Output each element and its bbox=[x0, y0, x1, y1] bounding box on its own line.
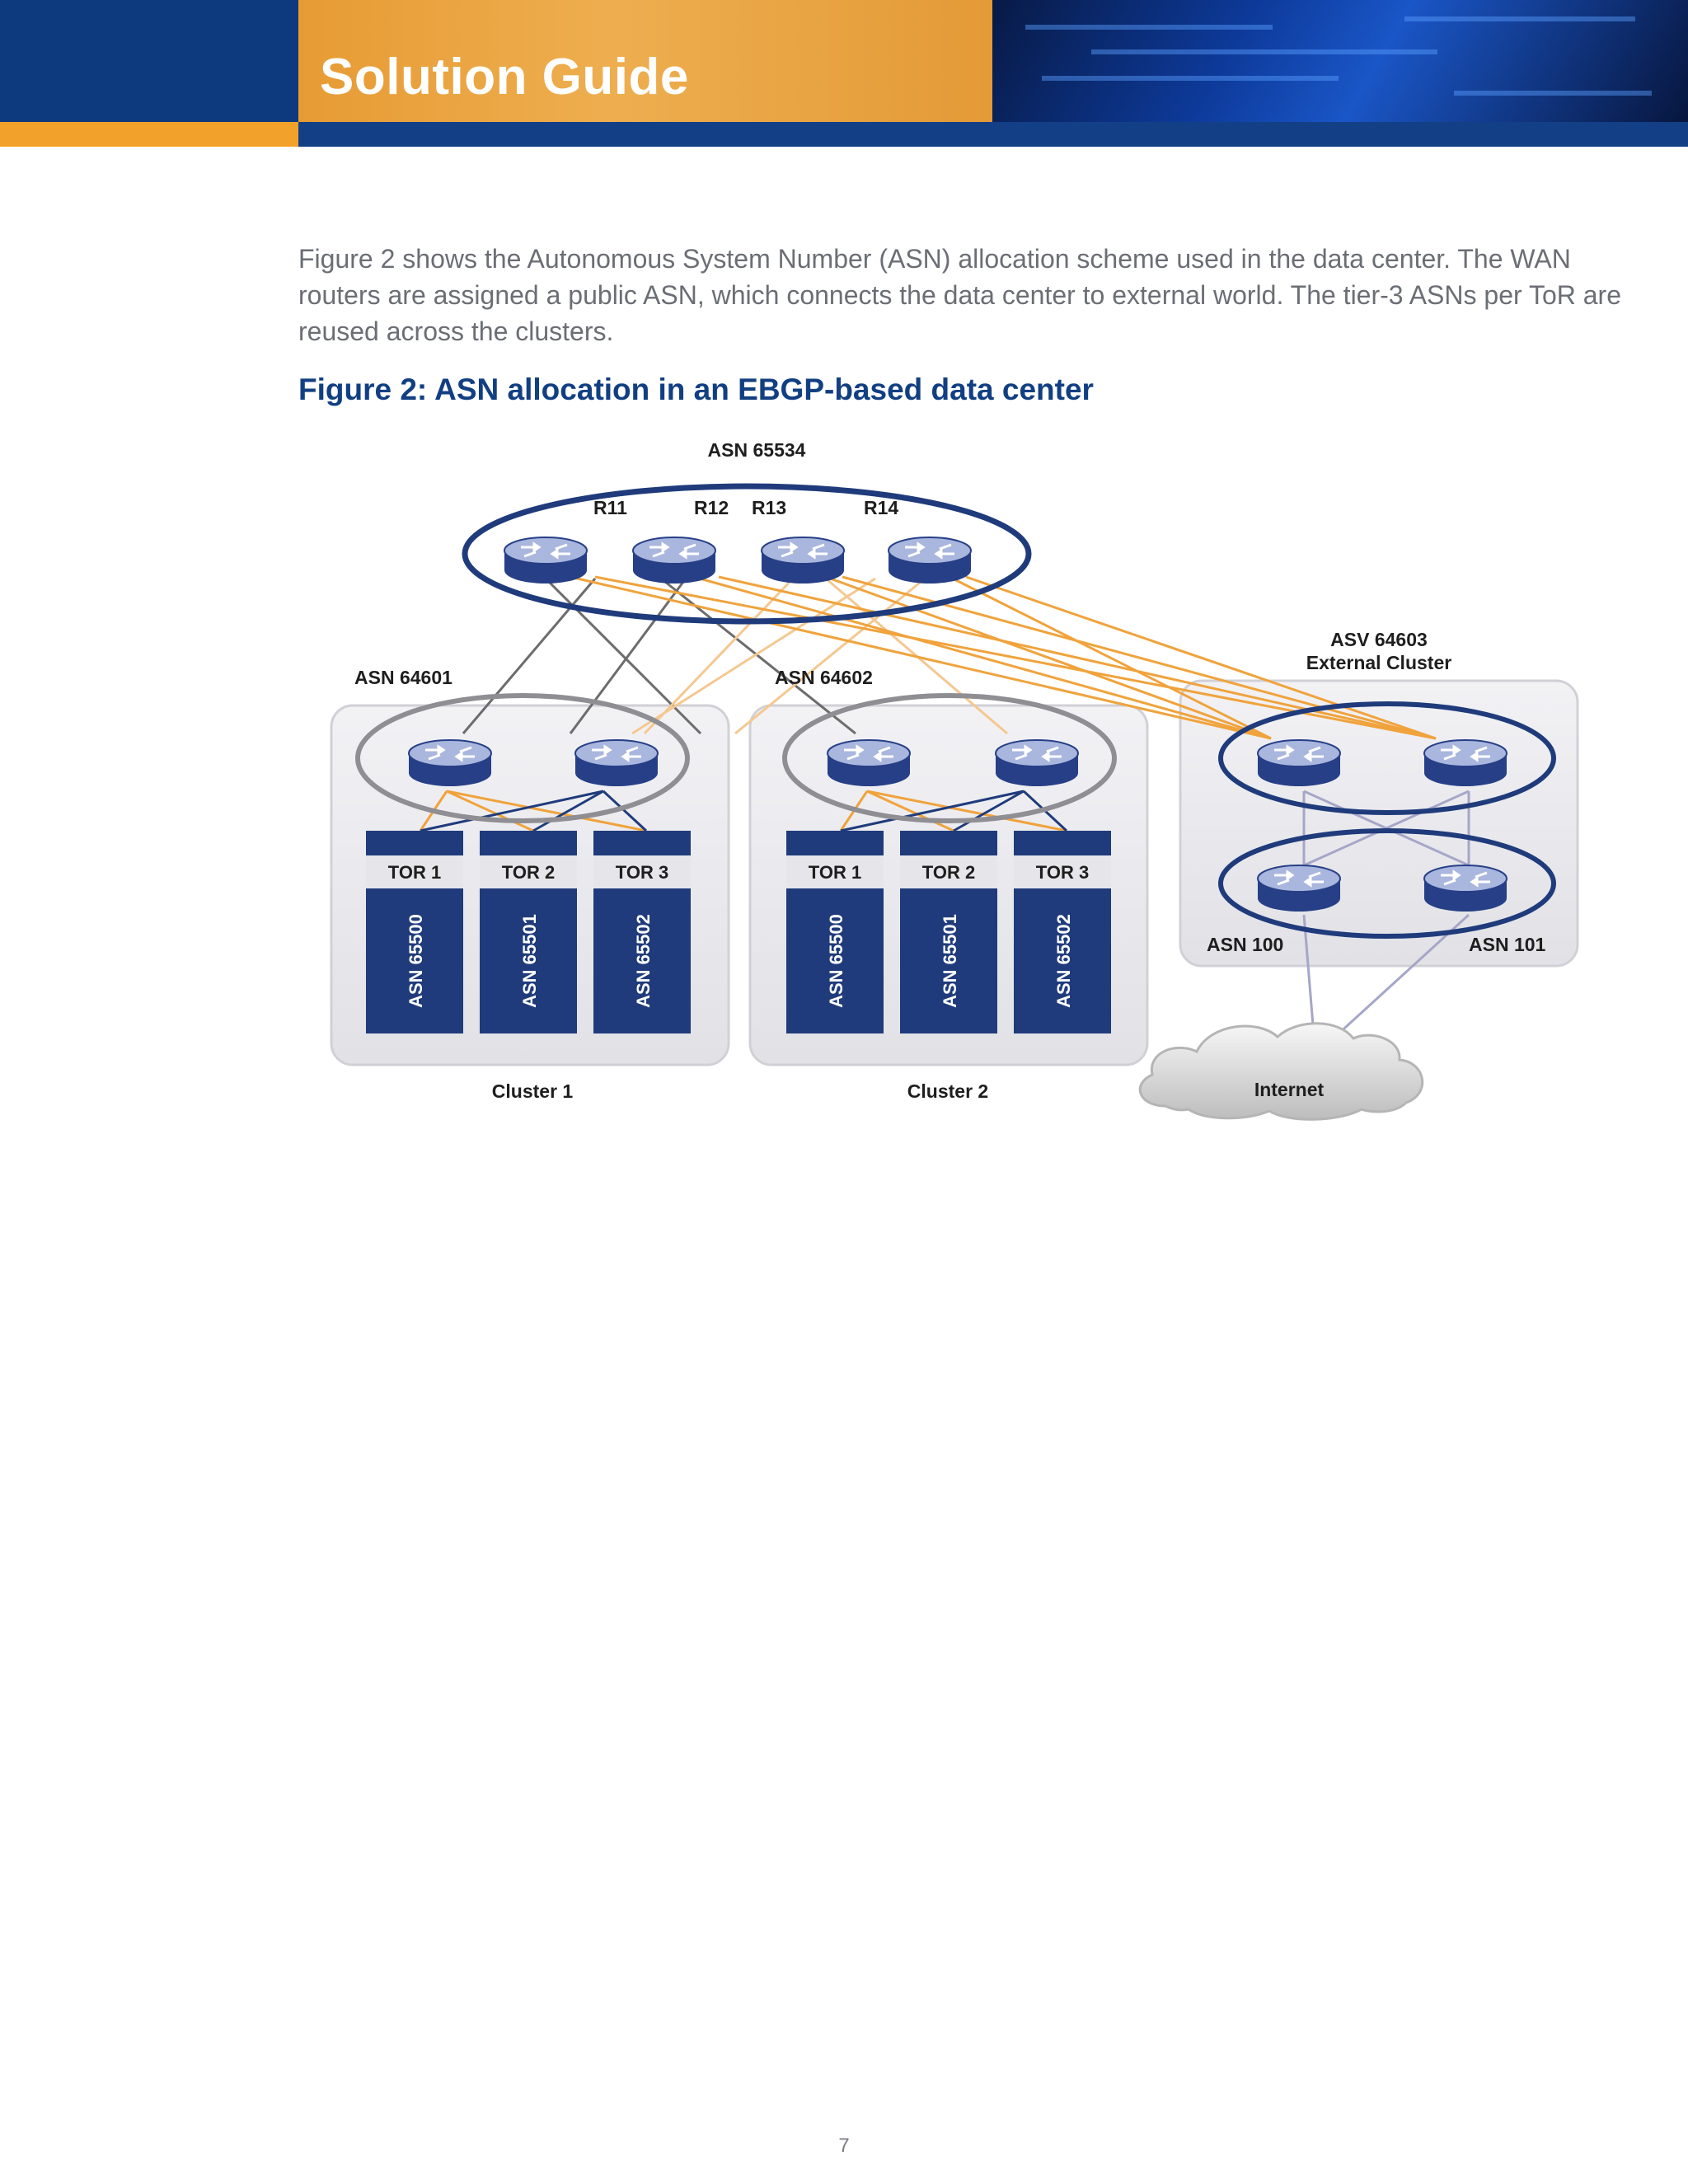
page-number: 7 bbox=[838, 2135, 850, 2157]
cluster-links bbox=[419, 790, 1470, 1037]
cluster-2-tor-2: TOR 2 ASN 65501 bbox=[900, 831, 997, 1033]
router-r12-icon bbox=[631, 536, 717, 585]
router-r14-icon bbox=[887, 536, 973, 585]
cluster-2-ring bbox=[782, 693, 1117, 823]
external-right-asn: ASN 101 bbox=[1469, 934, 1546, 955]
router-label-r11: R11 bbox=[593, 497, 627, 518]
wan-asn-label: ASN 65534 bbox=[708, 439, 806, 461]
tor-label: TOR 3 bbox=[616, 862, 668, 883]
wan-links bbox=[462, 575, 1437, 740]
router-r11-icon bbox=[503, 536, 588, 585]
cluster-1-tor-3: TOR 3 ASN 65502 bbox=[593, 831, 691, 1033]
page-header: Solution Guide bbox=[0, 0, 1688, 147]
cluster-1-tor-2: TOR 2 ASN 65501 bbox=[480, 831, 577, 1033]
cluster-1-spine-2-icon bbox=[574, 738, 659, 788]
body-paragraph: Figure 2 shows the Autonomous System Num… bbox=[298, 244, 1621, 346]
cluster-1-spine-1-icon bbox=[407, 738, 493, 788]
tor-asn: ASN 65502 bbox=[633, 914, 654, 1008]
tor-label: TOR 2 bbox=[502, 862, 555, 883]
router-label-r13: R13 bbox=[752, 497, 786, 518]
cluster-2-asn-label: ASN 64602 bbox=[775, 667, 873, 688]
internet-label: Internet bbox=[1254, 1079, 1325, 1100]
tor-label: TOR 3 bbox=[1036, 862, 1089, 883]
external-cluster-name: External Cluster bbox=[1306, 652, 1451, 673]
external-router-2-icon bbox=[1423, 738, 1508, 788]
cluster-1-ring bbox=[355, 693, 690, 823]
external-left-asn: ASN 100 bbox=[1207, 934, 1283, 955]
tor-asn: ASN 65500 bbox=[406, 914, 426, 1008]
router-label-r12: R12 bbox=[694, 497, 729, 518]
asn-diagram: ASN 65534 R11 R12 R13 R14 ASN 64601 TOR … bbox=[330, 439, 1579, 1121]
header-orange-panel bbox=[298, 0, 992, 122]
header-title: Solution Guide bbox=[320, 49, 689, 105]
external-router-4-icon bbox=[1423, 864, 1508, 913]
tor-asn: ASN 65502 bbox=[1053, 914, 1074, 1008]
tor-label: TOR 1 bbox=[388, 862, 441, 883]
tor-label: TOR 2 bbox=[922, 862, 975, 883]
cluster-2-name: Cluster 2 bbox=[907, 1080, 988, 1102]
cluster-2-tor-1: TOR 1 ASN 65500 bbox=[786, 831, 884, 1033]
figure-title: Figure 2: ASN allocation in an EBGP-base… bbox=[298, 373, 1094, 406]
wan-ring bbox=[462, 483, 1032, 625]
tor-asn: ASN 65501 bbox=[519, 914, 540, 1008]
cluster-2-spine-2-icon bbox=[994, 738, 1080, 788]
tor-asn: ASN 65501 bbox=[940, 914, 960, 1008]
cluster-1-asn-label: ASN 64601 bbox=[354, 667, 452, 688]
tor-label: TOR 1 bbox=[809, 862, 861, 883]
cluster-2-tor-3: TOR 3 ASN 65502 bbox=[1014, 831, 1111, 1033]
external-router-3-icon bbox=[1256, 864, 1342, 913]
external-router-1-icon bbox=[1256, 738, 1342, 788]
internet-cloud-icon bbox=[1138, 1022, 1424, 1121]
router-label-r14: R14 bbox=[864, 497, 898, 518]
router-r13-icon bbox=[760, 536, 846, 585]
external-lower-ring bbox=[1218, 828, 1556, 939]
header-datacenter-photo bbox=[992, 0, 1688, 122]
header-navy-strip bbox=[298, 122, 1688, 147]
cluster-1-tor-1: TOR 1 ASN 65500 bbox=[366, 831, 463, 1033]
tor-asn: ASN 65500 bbox=[826, 914, 846, 1008]
cluster-2-spine-1-icon bbox=[826, 738, 912, 788]
external-upper-ring bbox=[1218, 701, 1556, 815]
header-orange-strip bbox=[0, 122, 298, 147]
external-asn-label: ASV 64603 bbox=[1330, 629, 1428, 650]
cluster-1-name: Cluster 1 bbox=[492, 1080, 574, 1102]
